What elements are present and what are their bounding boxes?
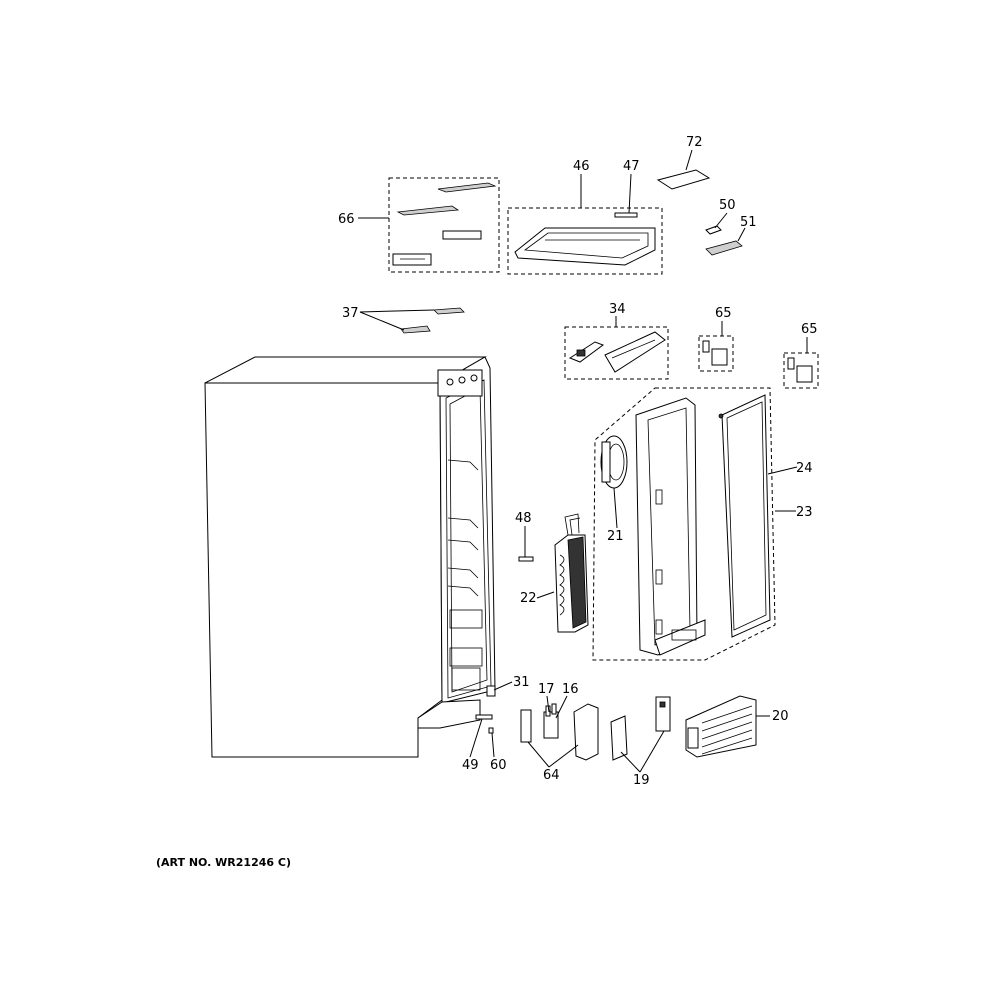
part-group-37[interactable] [400, 307, 465, 334]
part-49[interactable] [475, 714, 493, 720]
callout-17: 17 [538, 682, 555, 697]
part-72-label[interactable] [656, 169, 711, 190]
callout-31: 31 [513, 675, 530, 690]
part-group-64[interactable] [520, 703, 599, 761]
callout-23: 23 [796, 505, 813, 520]
part-group-46[interactable] [507, 207, 663, 275]
callout-20: 20 [772, 709, 789, 724]
callout-72: 72 [686, 135, 703, 150]
art-number: (ART NO. WR21246 C) [156, 856, 291, 869]
callout-51: 51 [740, 215, 757, 230]
part-22-evaporator[interactable] [554, 513, 589, 633]
callout-24: 24 [796, 461, 813, 476]
callout-49: 49 [462, 758, 479, 773]
part-21-fan[interactable] [600, 435, 628, 489]
callout-66: 66 [338, 212, 355, 227]
part-24-panel[interactable] [718, 394, 771, 638]
callout-22: 22 [520, 591, 537, 606]
callout-64: 64 [543, 768, 560, 783]
callout-16: 16 [562, 682, 579, 697]
callout-46: 46 [573, 159, 590, 174]
part-group-65-a[interactable] [698, 335, 734, 372]
callout-65-a: 65 [715, 306, 732, 321]
part-group-66[interactable] [388, 177, 500, 273]
callout-50: 50 [719, 198, 736, 213]
callout-65-b: 65 [801, 322, 818, 337]
callout-19: 19 [633, 773, 650, 788]
callout-48: 48 [515, 511, 532, 526]
callout-37: 37 [342, 306, 359, 321]
part-60[interactable] [488, 727, 494, 734]
part-group-19[interactable] [610, 696, 671, 761]
part-48[interactable] [518, 556, 534, 562]
leader-lines [358, 149, 808, 773]
callout-60: 60 [490, 758, 507, 773]
part-20-grille[interactable] [685, 695, 757, 758]
callout-21: 21 [607, 529, 624, 544]
part-group-34[interactable] [564, 326, 669, 380]
callout-47: 47 [623, 159, 640, 174]
part-31[interactable] [486, 685, 496, 697]
callout-34: 34 [609, 302, 626, 317]
part-50[interactable] [705, 225, 722, 235]
part-51[interactable] [705, 240, 743, 256]
part-group-23[interactable] [592, 387, 776, 661]
part-group-65-b[interactable] [783, 352, 819, 389]
cabinet[interactable] [204, 356, 496, 758]
callout-labels: 72 46 47 66 50 51 37 34 65 65 24 23 48 2… [338, 135, 818, 788]
